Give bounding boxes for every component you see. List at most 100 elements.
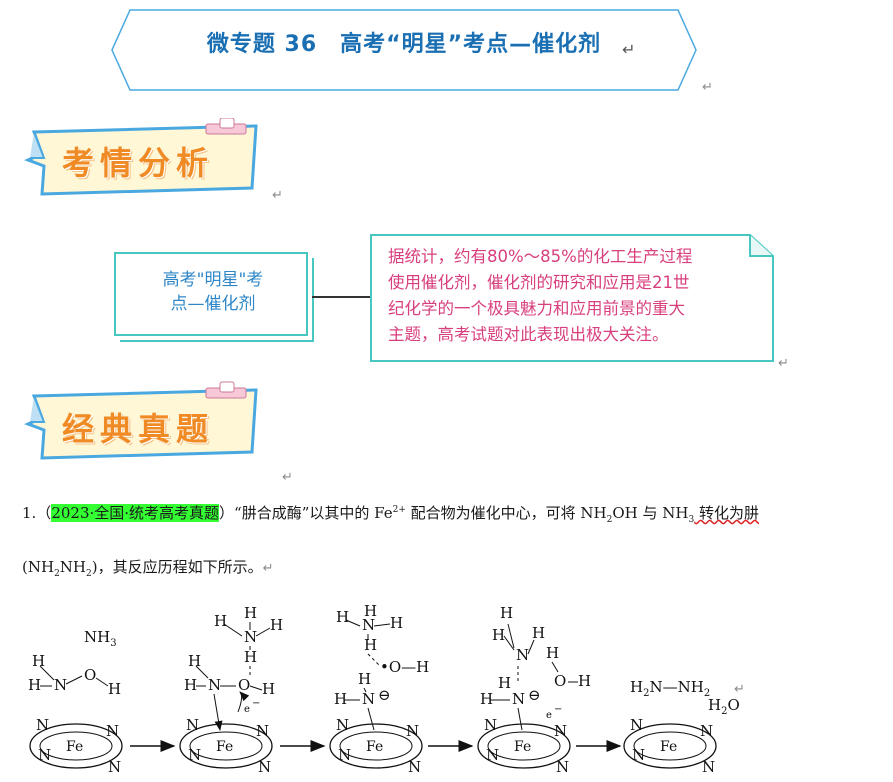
ligand-n-label: N <box>486 746 499 764</box>
ligand-n-label: N <box>700 722 713 740</box>
mindmap-note-line: 主题，高考试题对此表现出极大关注。 <box>388 325 669 344</box>
svg-text:H: H <box>334 690 347 708</box>
svg-text:e: e <box>244 704 250 715</box>
classic-section-label: 经典真题 <box>62 410 215 448</box>
svg-text:H: H <box>578 672 591 690</box>
mindmap-note-line: 纪化学的一个极具魅力和应用前景的重大 <box>388 299 685 318</box>
svg-text:H: H <box>498 674 511 692</box>
svg-text:H: H <box>244 648 257 666</box>
ligand-n-label: N <box>256 722 269 740</box>
svg-text:H: H <box>546 644 559 662</box>
svg-text:H: H <box>188 652 201 670</box>
analysis-section-label: 考情分析 <box>62 144 215 182</box>
svg-text:O: O <box>554 672 566 690</box>
mechanism-figure: Fe N N N N Fe N N N N Fe N N N N Fe N N … <box>28 602 740 776</box>
ligand-n-label: N <box>108 758 121 776</box>
ligand-n-label: N <box>484 716 497 734</box>
svg-text:H: H <box>336 608 349 626</box>
classic-section-tag <box>23 381 258 460</box>
fe-complex-4: Fe N N N N <box>477 716 571 776</box>
svg-text:H: H <box>108 680 121 698</box>
svg-text:H2O: H2O <box>708 696 740 717</box>
svg-text:N: N <box>208 676 221 694</box>
svg-text:H2N—NH2: H2N—NH2 <box>630 678 710 699</box>
question-text: )，其反应历程如下所示。 <box>91 558 263 576</box>
question-source-highlight: 2023·全国·统考高考真题 <box>51 504 220 522</box>
svg-text:•O—H: •O—H <box>380 658 429 676</box>
svg-text:H: H <box>390 614 403 632</box>
svg-text:H: H <box>364 602 377 620</box>
svg-text:N: N <box>54 676 67 694</box>
question-text: NH <box>59 558 87 576</box>
svg-text:e: e <box>546 710 552 721</box>
fe-complex-2: Fe N N N N <box>179 716 273 776</box>
return-mark: ↵ <box>622 40 636 59</box>
ligand-n-label: N <box>630 716 643 734</box>
svg-text:N: N <box>244 628 257 646</box>
ligand-n-label: N <box>338 746 351 764</box>
question-text: ）“肼合成酶”以其中的 Fe <box>219 504 393 522</box>
return-mark: ↵ <box>282 470 293 485</box>
question-line-1: 1.（2023·全国·统考高考真题）“肼合成酶”以其中的 Fe2+ 配合物为催化… <box>22 502 759 525</box>
page-title: 微专题 36 高考“明星”考点—催化剂 <box>206 32 602 57</box>
svg-text:NH3: NH3 <box>84 628 117 649</box>
svg-text:H: H <box>492 626 505 644</box>
question-text: 转化为肼 <box>694 504 760 522</box>
svg-text:O: O <box>84 666 96 684</box>
svg-text:H: H <box>184 676 197 694</box>
ligand-n-label: N <box>406 722 419 740</box>
fe-complex-3: Fe N N N N <box>329 716 423 776</box>
ligand-n-label: N <box>186 716 199 734</box>
analysis-section-tag <box>23 118 258 196</box>
svg-text:H: H <box>500 604 513 622</box>
subscript: 2 <box>606 515 613 525</box>
subscript: 3 <box>688 515 695 525</box>
svg-text:N: N <box>512 690 525 708</box>
svg-text:H: H <box>270 616 283 634</box>
stage-2-adduct: H H N H H H H N O H e − <box>184 604 283 731</box>
subscript: 2 <box>54 569 60 579</box>
question-text: 配合物为催化中心，可将 NH <box>405 504 607 522</box>
ligand-n-label: N <box>336 716 349 734</box>
mindmap-connector <box>312 296 370 298</box>
svg-text:N: N <box>362 690 375 708</box>
question-text: OH 与 NH <box>612 504 689 522</box>
svg-text:⊖: ⊖ <box>378 686 391 704</box>
fe-atom-label: Fe <box>66 739 83 755</box>
svg-text:N: N <box>516 646 529 664</box>
stage-4-intermediate: H H N H H O H H H N ⊖ e − <box>480 604 591 731</box>
return-mark: ↵ <box>262 561 274 576</box>
mindmap-note-line: 使用催化剂，催化剂的研究和应用是21世 <box>388 273 690 292</box>
svg-text:H: H <box>244 604 257 622</box>
mindmap-note-box <box>370 234 774 362</box>
ligand-n-label: N <box>188 746 201 764</box>
mindmap-topic-box <box>114 252 308 336</box>
mindmap-note-text: 据统计，约有80%～85%的化工生产过程 使用催化剂，催化剂的研究和应用是21世… <box>388 244 760 348</box>
mindmap-topic-text: 高考"明星"考 点—催化剂 <box>118 268 308 316</box>
svg-text:H: H <box>214 612 227 630</box>
ligand-n-label: N <box>106 722 119 740</box>
svg-text:−: − <box>554 704 562 715</box>
svg-text:H: H <box>32 652 45 670</box>
svg-text:N: N <box>362 616 375 634</box>
svg-text:H: H <box>532 624 545 642</box>
fe-complex-1: Fe N N N N <box>29 716 123 776</box>
stage-3-intermediate: H H N H H •O—H H H N ⊖ <box>334 602 429 731</box>
ligand-n-label: N <box>554 722 567 740</box>
question-number: 1.（ <box>22 504 52 522</box>
ligand-n-label: N <box>556 758 569 776</box>
ligand-n-label: N <box>632 746 645 764</box>
ligand-n-label: N <box>38 746 51 764</box>
fe-complex-5: Fe N N N N <box>623 716 717 776</box>
svg-text:⊖: ⊖ <box>528 686 541 704</box>
fe-atom-label: Fe <box>514 739 531 755</box>
svg-text:H: H <box>262 680 275 698</box>
return-mark: ↵ <box>734 682 745 697</box>
mindmap-topic-line2: 点—催化剂 <box>170 294 256 314</box>
subscript: 2 <box>86 569 92 579</box>
fe-atom-label: Fe <box>366 739 383 755</box>
ligand-n-label: N <box>702 758 715 776</box>
svg-text:H: H <box>364 636 377 654</box>
return-mark: ↵ <box>272 188 283 203</box>
ligand-n-label: N <box>36 716 49 734</box>
